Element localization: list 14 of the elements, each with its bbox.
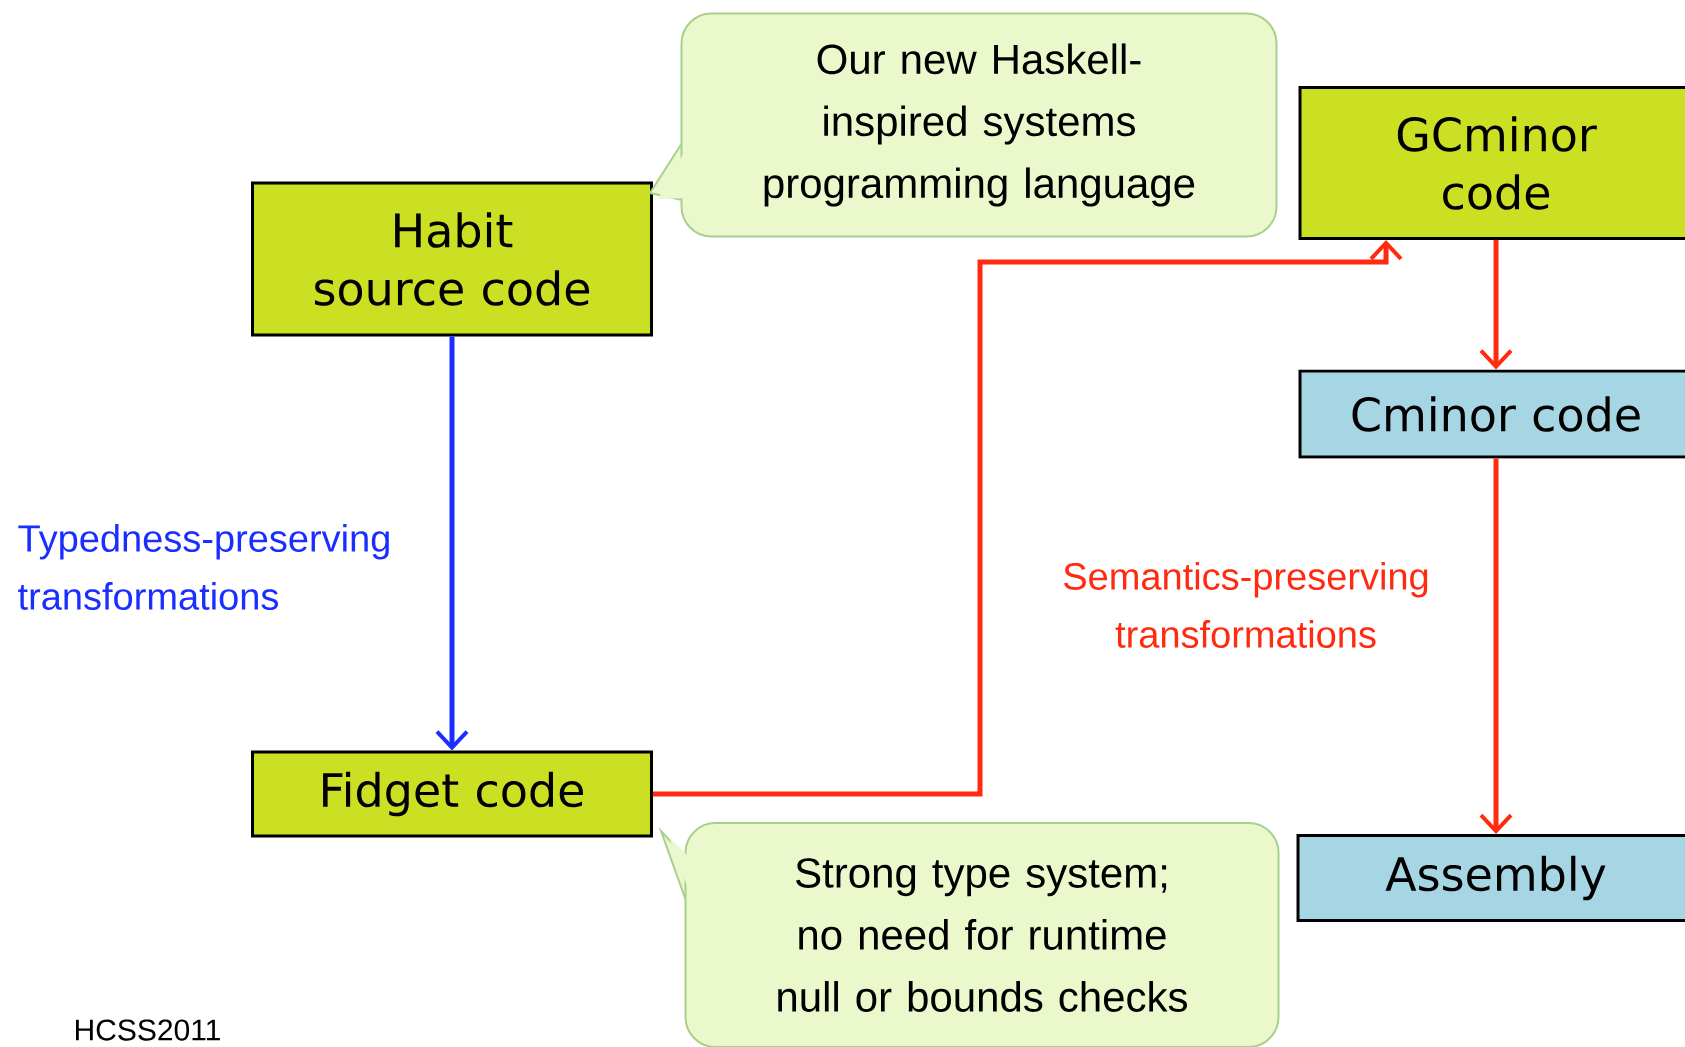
code-box: Habit source code: [251, 181, 653, 337]
edge-label: Typedness-preserving transformations: [18, 524, 389, 610]
code-box: Cminor code: [1298, 369, 1685, 459]
arrow: [435, 336, 469, 751]
speech-bubble: Our new Haskell-inspired systems programming language: [648, 12, 1278, 238]
arrow: [653, 240, 1403, 797]
slide-footer: HCSS2011: [76, 1019, 220, 1041]
code-box: Fidget code: [251, 750, 653, 838]
arrow: [1479, 240, 1513, 370]
speech-bubble: Strong type system; no need for runtime null or bounds checks: [658, 822, 1280, 1047]
code-box: GCminor code: [1298, 86, 1685, 240]
arrow: [1479, 458, 1513, 834]
edge-label: Semantics-preserving transformations: [1064, 562, 1428, 648]
code-box: Assembly: [1296, 834, 1685, 922]
